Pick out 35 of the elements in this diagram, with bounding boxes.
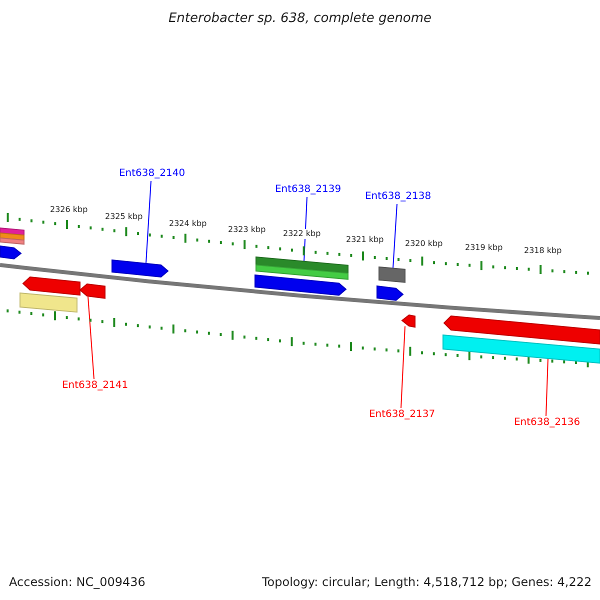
gene-label: Ent638_2137 xyxy=(368,409,436,421)
scale-label: 2320 kbp xyxy=(405,239,443,249)
title: Enterobacter sp. 638, complete genome xyxy=(167,11,433,27)
gene-label: Ent638_2139 xyxy=(274,184,342,196)
gene-bar xyxy=(256,264,348,280)
leader-line xyxy=(400,326,406,408)
leader-line xyxy=(392,204,398,269)
footer-text: Topology: circular; Length: 4,518,712 bp; Genes: 4,222 xyxy=(262,575,592,589)
gene-bar xyxy=(0,237,24,245)
gene-label: Ent638_2141 xyxy=(62,380,128,392)
gene-feature xyxy=(376,285,404,301)
scale-label: 2322 kbp xyxy=(283,229,321,239)
scale-label: 2321 kbp xyxy=(346,235,384,245)
gene-feature xyxy=(401,314,416,328)
leader-line xyxy=(546,358,548,416)
footer-text: Accession: NC_009436 xyxy=(9,575,146,589)
scale-label: 2318 kbp xyxy=(524,246,562,256)
scale-label: 2319 kbp xyxy=(465,243,503,253)
gene-label: Ent638_2138 xyxy=(364,191,432,203)
gene-label: Ent638_2136 xyxy=(514,417,580,429)
gene-label: Ent638_2140 xyxy=(118,168,186,180)
gene-feature xyxy=(112,259,169,278)
scale-label: 2325 kbp xyxy=(105,212,143,222)
leader-line xyxy=(88,296,94,380)
gene-feature xyxy=(0,245,22,260)
gene-bar xyxy=(378,266,406,283)
scale-label: 2324 kbp xyxy=(169,219,207,229)
scale-label: 2323 kbp xyxy=(228,225,266,235)
gene-feature xyxy=(79,283,106,299)
leader-line xyxy=(146,180,152,264)
gene-feature xyxy=(254,274,347,296)
scale-label: 2326 kbp xyxy=(50,205,88,215)
gene-feature xyxy=(443,315,600,345)
gene-bar xyxy=(20,292,78,313)
gene-bar xyxy=(442,334,600,364)
